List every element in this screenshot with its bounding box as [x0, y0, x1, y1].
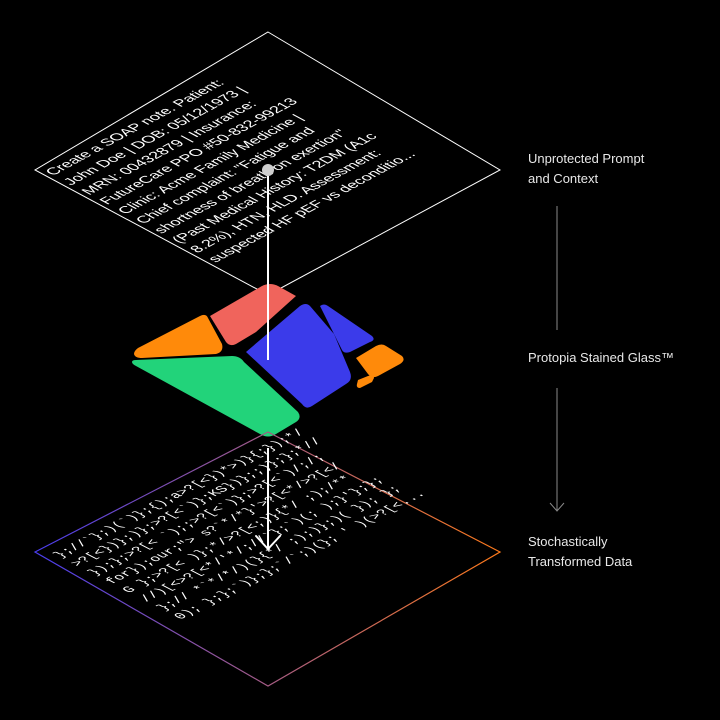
glass-shard-blue-center — [246, 304, 351, 408]
prompt-text: Create a SOAP note. Patient:John Doe | D… — [43, 78, 420, 265]
glass-shard-orange-right — [356, 344, 404, 378]
scrambled-text-line: for});our;"> s?`*/*}'>?[<*/>?[</ — [103, 462, 347, 587]
glass-shard-coral — [210, 284, 296, 346]
flow-origin-dot — [262, 164, 274, 176]
glass-shard-orange-small — [356, 375, 374, 388]
scrambled-text: };//`};)(`)};{);a>?[<})*>)}{;});*/>?[<})… — [51, 428, 430, 622]
stained-glass-shape — [132, 284, 404, 437]
step-connectors — [549, 206, 565, 512]
flow-arrowhead — [255, 535, 281, 550]
label-transformed-data: Stochastically Transformed Data — [528, 532, 632, 572]
label-stained-glass: Protopia Stained Glass™ — [528, 348, 674, 368]
step-connector-arrowhead — [549, 502, 565, 512]
flow-connector — [255, 164, 281, 550]
label-stained-glass-line1: Protopia Stained Glass™ — [528, 350, 674, 365]
glass-shard-blue-right — [320, 304, 374, 353]
glass-shard-orange-left — [134, 314, 223, 358]
transformed-plane-outline — [33, 431, 502, 687]
label-unprotected-prompt-line1: Unprotected Prompt — [528, 151, 645, 166]
label-transformed-data-line2: Transformed Data — [528, 554, 633, 569]
label-unprotected-prompt: Unprotected Prompt and Context — [528, 149, 644, 189]
label-transformed-data-line1: Stochastically — [528, 534, 608, 549]
label-unprotected-prompt-line2: and Context — [528, 171, 599, 186]
glass-shard-green — [132, 356, 300, 437]
